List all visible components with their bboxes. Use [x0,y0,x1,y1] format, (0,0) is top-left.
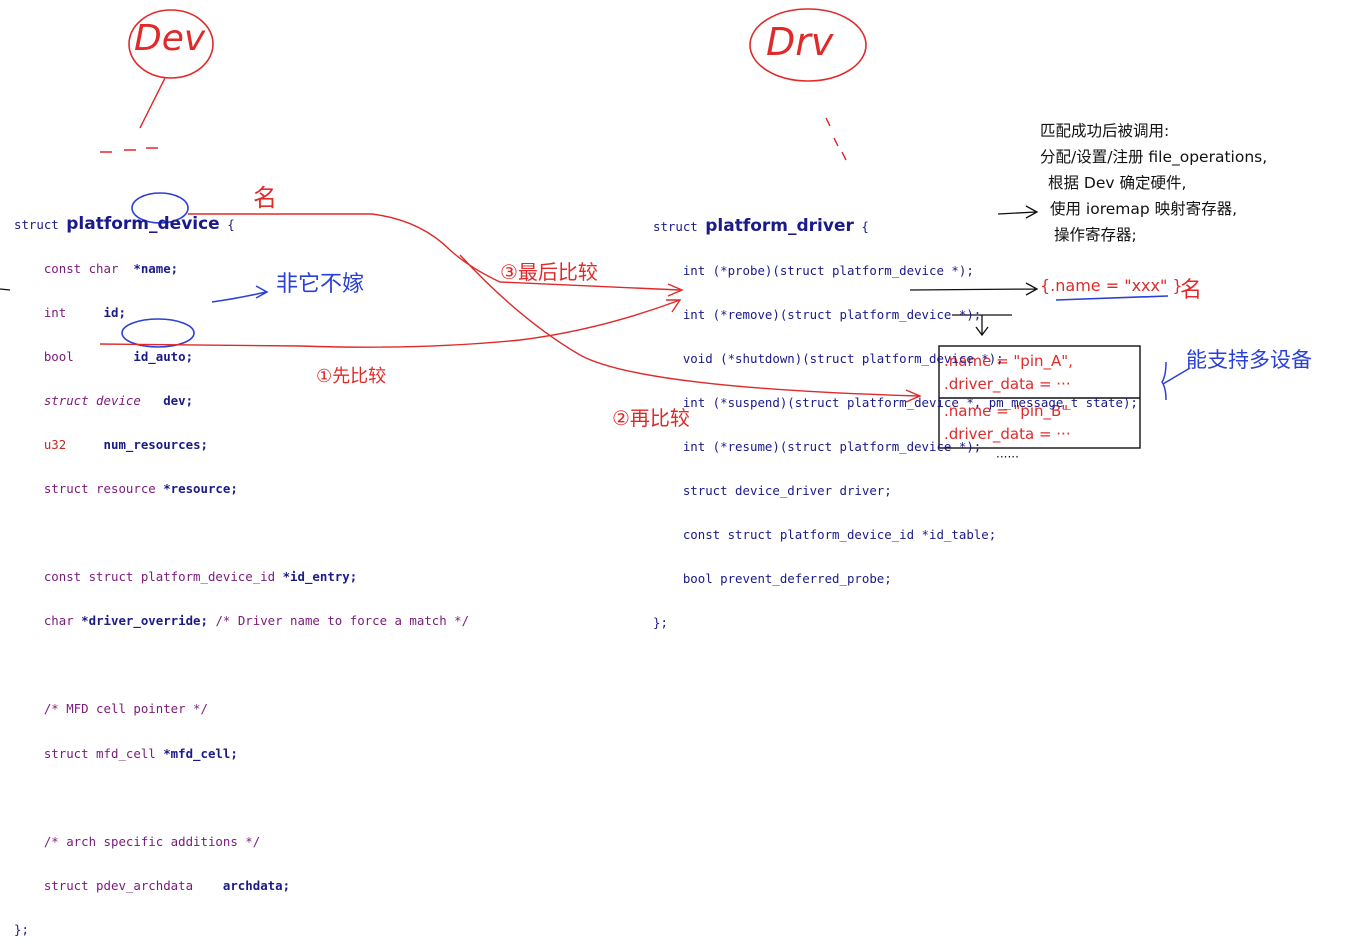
id-table-row-b: .name = "pin_B" .driver_data = ··· [944,400,1071,446]
pd-mfd-type: struct mfd_cell [43,745,156,761]
driver-arrow [909,282,1039,296]
pd-id-member: id; [103,304,126,320]
id-table-row-a: .name = "pin_A", .driver_data = ··· [944,350,1073,396]
drv-label: Drv [766,20,834,64]
pd-arch-comment: /* arch specific additions */ [43,833,261,849]
left-stray-line [0,288,11,291]
note-line-5: 操作寄存器; [1054,226,1137,244]
pd-arch-type: struct pdev_archdata [43,877,194,893]
id-table-row-a-data: .driver_data = ··· [944,375,1071,393]
pd-identry-type: const struct platform_device_id [43,569,276,585]
pd-dev-member: dev; [163,392,194,408]
id-table-row-b-name: .name = "pin_B" [944,402,1069,420]
pd-numres-member: num_resources; [103,436,208,452]
not-married-label: 非它不嫁 [276,272,365,297]
step2-label: ②再比较 [612,406,690,430]
name-field-circle [131,192,189,224]
note-line-3: 根据 Dev 确定硬件, [1048,174,1187,192]
pd-mfd-comment: /* MFD cell pointer */ [43,701,208,717]
arrow-step2 [459,254,921,397]
pdrv-suspend: int (*suspend)(struct platform_device *,… [682,394,1138,410]
not-married-arrow [211,285,269,303]
pd-override-type: char [43,613,74,629]
id-table-more: ······ [996,450,1019,464]
pdrv-open-brace: { [861,219,869,235]
pdrv-close-brace: }; [653,615,668,631]
id-table-row-b-data: .driver_data = ··· [944,425,1071,443]
pdrv-struct-name: platform_driver [705,216,854,237]
dev-dashes [100,147,158,153]
pd-id-type: int [43,304,67,320]
pd-dev-type: struct device [43,392,141,408]
drv-circle [749,8,867,82]
arrow-step3-head [667,283,684,297]
pd-struct-kw: struct [14,217,59,233]
pd-resource-member: *resource; [163,480,238,496]
dev-circle [128,9,214,79]
platform-driver-code: struct platform_driver { int (*probe)(st… [653,190,1138,646]
arrow-step3 [188,213,681,291]
pd-resource-type: struct resource [43,480,156,496]
arrow-step1-head [666,299,682,313]
pdrv-idtable: const struct platform_device_id *id_tabl… [682,527,997,543]
pd-struct-name: platform_device [66,214,220,235]
note-line-4: 使用 ioremap 映射寄存器, [1050,200,1238,218]
id-table-arrow [952,314,1012,337]
probe-notes: 匹配成功后被调用: 分配/设置/注册 file_operations, 根据 D… [1040,118,1267,248]
annotation-layer [0,8,1191,449]
id-table-row-a-name: .name = "pin_A", [944,352,1073,370]
pd-arch-member: archdata; [222,877,291,893]
note-line-2: 分配/设置/注册 file_operations, [1040,148,1268,166]
pdrv-driver: struct device_driver driver; [682,482,892,498]
name-mark-right: 名 [1180,278,1203,303]
pd-name-member: *name; [133,260,179,276]
pd-override-comment: /* Driver name to force a match */ [215,613,470,629]
driver-name-underline [1055,295,1169,301]
pd-open-brace: { [227,217,235,233]
multi-device-brace [1161,361,1191,401]
note-line-1: 匹配成功后被调用: [1040,122,1170,140]
arrow-step2-head [905,389,922,403]
pd-idauto-member: id_auto; [133,348,194,364]
pd-mfd-member: *mfd_cell; [163,745,238,761]
probe-arrow [997,205,1039,219]
pdrv-shutdown: void (*shutdown)(struct platform_device … [682,350,1004,366]
drv-dashes [825,117,847,161]
pd-name-type: const char [43,260,119,276]
pd-override-member: *driver_override; [81,613,208,629]
pdrv-struct-kw: struct [653,219,698,235]
name-mark-left: 名 [253,184,277,212]
pdrv-resume: int (*resume)(struct platform_device *); [682,438,982,454]
id-table-box [938,345,1141,449]
pdrv-prevent: bool prevent_deferred_probe; [682,571,892,587]
pd-idauto-type: bool [43,348,74,364]
override-field-circle [121,318,195,348]
pdrv-remove: int (*remove)(struct platform_device *); [682,306,982,322]
pd-close-brace: }; [14,921,29,937]
step1-label: ①先比较 [316,366,387,387]
pd-numres-type: u32 [43,436,67,452]
pd-identry-member: *id_entry; [282,569,358,585]
driver-name-value: {.name = "xxx" } [1040,276,1183,295]
platform-device-code: struct platform_device { const char *nam… [14,188,469,952]
dev-circle-tail [139,77,166,129]
dev-label: Dev [134,18,206,59]
pdrv-probe: int (*probe)(struct platform_device *); [682,262,974,278]
arrow-step1 [99,299,681,348]
step3-label: ③最后比较 [500,260,598,284]
supports-devices-label: 能支持多设备 [1186,348,1312,372]
